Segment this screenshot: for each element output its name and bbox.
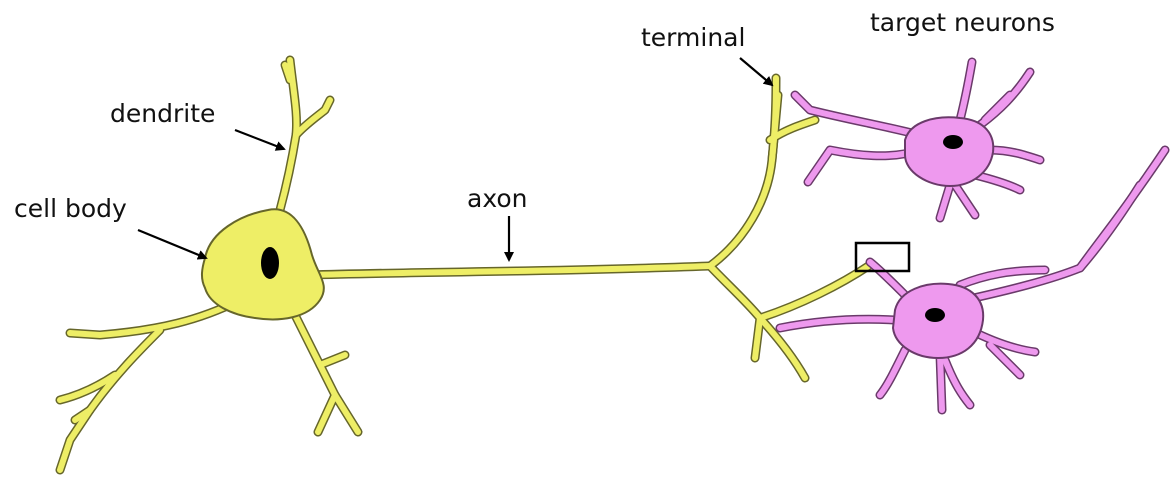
source-nucleus [261,247,279,279]
target-neurons-label: target neurons [870,10,1055,35]
source-axon [310,78,870,378]
dendrite-label: dendrite [110,101,215,126]
terminal-label: terminal [641,25,745,50]
cell-body-arrow [138,230,206,258]
axon-label: axon [467,186,528,211]
cell-body-label: cell body [14,196,127,221]
target-neuron-top [795,62,1040,218]
dendrite-arrow [235,130,284,149]
terminal-arrow [740,58,772,85]
target-top-cell-body [905,117,993,186]
target-top-nucleus [943,135,963,149]
target-bottom-nucleus [925,308,945,322]
